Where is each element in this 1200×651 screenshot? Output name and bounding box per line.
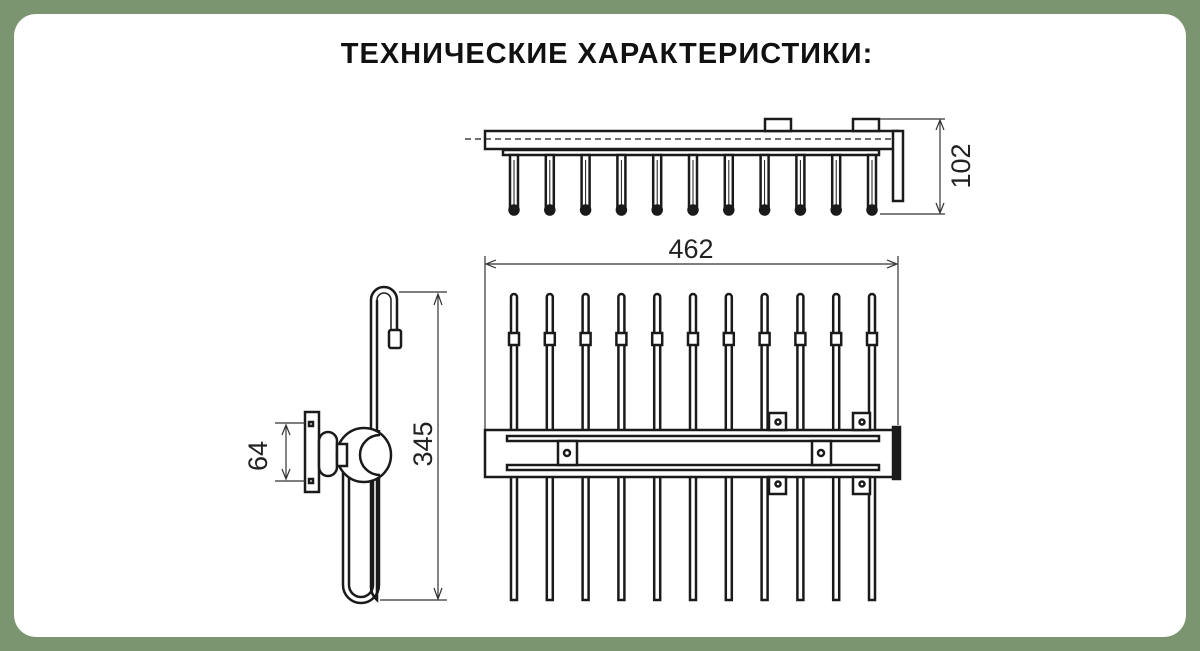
dimension-64 [275, 422, 305, 482]
dimension-462-label: 462 [668, 234, 713, 264]
dimension-345 [380, 291, 447, 601]
top-view [465, 117, 905, 216]
top-rod [508, 153, 520, 216]
side-view [303, 285, 403, 605]
dimension-102 [880, 118, 945, 215]
top-rod [544, 153, 556, 216]
dimension-102-label: 102 [946, 143, 976, 188]
dimension-345-label: 345 [408, 421, 438, 466]
top-rod [723, 153, 735, 216]
top-rod [830, 153, 842, 216]
content-card [14, 14, 1186, 637]
top-rod [615, 153, 628, 216]
dimension-64-label: 64 [243, 441, 273, 471]
page-title: ТЕХНИЧЕСКИЕ ХАРАКТЕРИСТИКИ: [340, 38, 874, 70]
top-rod [866, 153, 878, 216]
front-view [483, 292, 902, 602]
top-rod [651, 153, 663, 216]
top-rod [758, 153, 771, 216]
dimension-462 [484, 256, 899, 430]
top-rod [579, 153, 592, 216]
top-rod [687, 153, 699, 216]
top-rod [794, 153, 807, 216]
